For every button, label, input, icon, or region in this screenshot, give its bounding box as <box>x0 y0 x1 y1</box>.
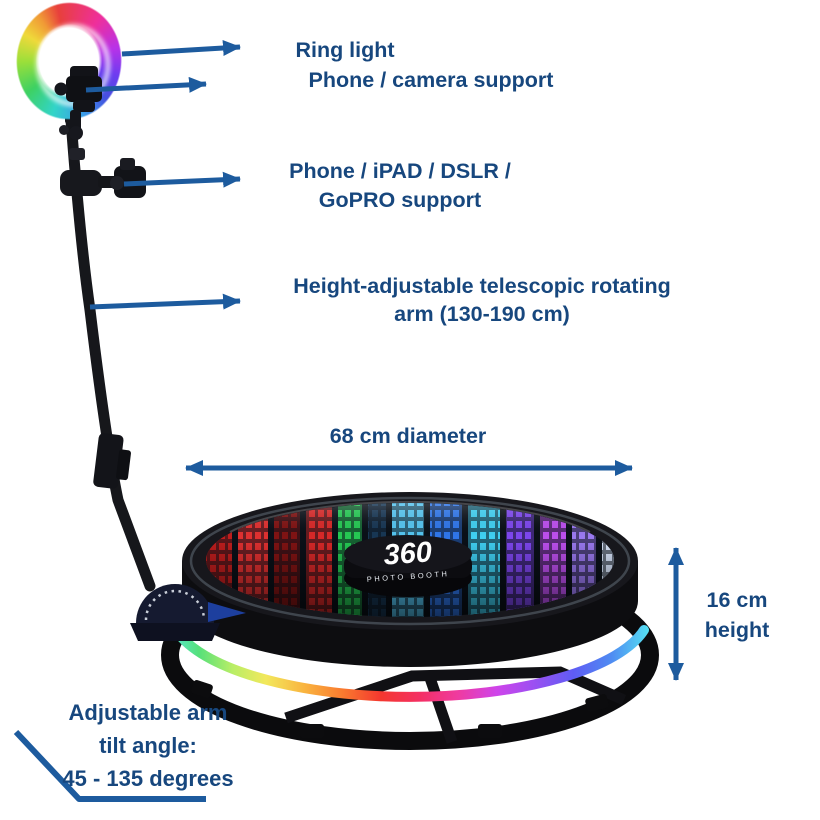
logo-disc: 360 PHOTO BOOTH <box>344 535 472 597</box>
tilt-hinge <box>130 584 246 641</box>
logo-360-text: 360 <box>382 536 433 571</box>
led-strip <box>171 625 649 702</box>
label-height-line1: 16 cm <box>706 588 768 612</box>
label-tilt-angle: Adjustable arm tilt angle: 45 - 135 degr… <box>62 696 233 795</box>
label-phone-camera-support: Phone / camera support <box>308 68 554 92</box>
label-device-support: Phone / iPAD / DSLR / GoPRO support <box>289 157 511 215</box>
arrow-telescopic-arm <box>89 293 241 310</box>
label-tilt-angle-line2: tilt angle: <box>99 733 197 758</box>
arrow-device-support <box>123 171 241 188</box>
label-device-support-line1: Phone / iPAD / DSLR / <box>289 159 511 183</box>
tilt-angle-glyph <box>13 729 206 802</box>
arrow-phone-camera-support <box>85 76 207 93</box>
base-feet <box>191 680 609 738</box>
arrow-ring-light <box>121 40 241 57</box>
label-telescopic-arm: Height-adjustable telescopic rotating ar… <box>293 272 671 328</box>
label-telescopic-arm-line1: Height-adjustable telescopic rotating <box>293 274 671 298</box>
arm-clamp-box <box>93 433 131 489</box>
phone-holder <box>54 66 102 140</box>
camera-mount <box>60 158 146 198</box>
label-ring-light: Ring light <box>295 38 395 62</box>
label-telescopic-arm-line2: arm (130-190 cm) <box>394 302 570 326</box>
label-diameter: 68 cm diameter <box>329 424 487 448</box>
label-tilt-angle-line3: 45 - 135 degrees <box>62 766 234 791</box>
stand-pole <box>59 106 156 592</box>
label-height-line2: height <box>704 618 770 642</box>
label-height: 16 cm height <box>705 585 770 645</box>
label-tilt-angle-line1: Adjustable arm <box>68 700 228 725</box>
label-device-support-line2: GoPRO support <box>318 188 482 212</box>
